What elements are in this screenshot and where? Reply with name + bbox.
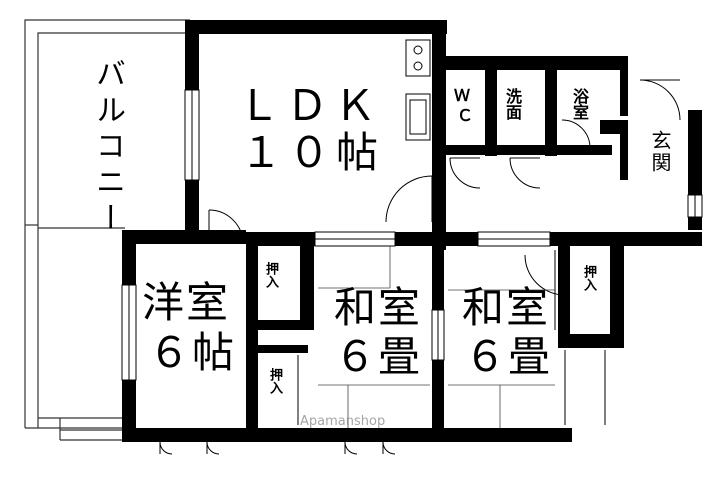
washroom-label: 洗面 xyxy=(503,88,522,120)
ldk-size: １０帖 xyxy=(240,128,385,177)
bathroom-label: 浴室 xyxy=(570,88,589,120)
closet-label-1: 押入 xyxy=(263,262,278,288)
japanese-room-center-label: 和室 xyxy=(334,283,423,332)
windows xyxy=(121,89,551,381)
japanese-room-center-size: ６畳 xyxy=(334,332,423,381)
closet-lines xyxy=(297,250,606,425)
balcony-doors xyxy=(159,441,396,455)
wc-label-line1: Ｗ xyxy=(454,86,471,105)
watermark: Apamanshop xyxy=(300,414,386,429)
closet-label-3: 押入 xyxy=(581,265,596,291)
closet-label-2: 押入 xyxy=(267,368,282,394)
entrance-door xyxy=(687,194,703,218)
doors xyxy=(208,79,681,296)
western-room-label: 洋室 xyxy=(142,278,231,327)
western-room-size: ６帖 xyxy=(148,328,237,377)
wc-label-line2: Ｃ xyxy=(457,106,474,125)
kitchen-fixtures xyxy=(405,39,431,141)
japanese-room-right-size: ６畳 xyxy=(464,332,553,381)
ldk-label: ＬＤＫ xyxy=(238,81,383,130)
tatami-lines xyxy=(318,246,555,428)
balcony-label: バルコニー xyxy=(90,58,125,238)
entrance-label: 玄関 xyxy=(648,130,672,174)
japanese-room-right-label: 和室 xyxy=(462,283,551,332)
